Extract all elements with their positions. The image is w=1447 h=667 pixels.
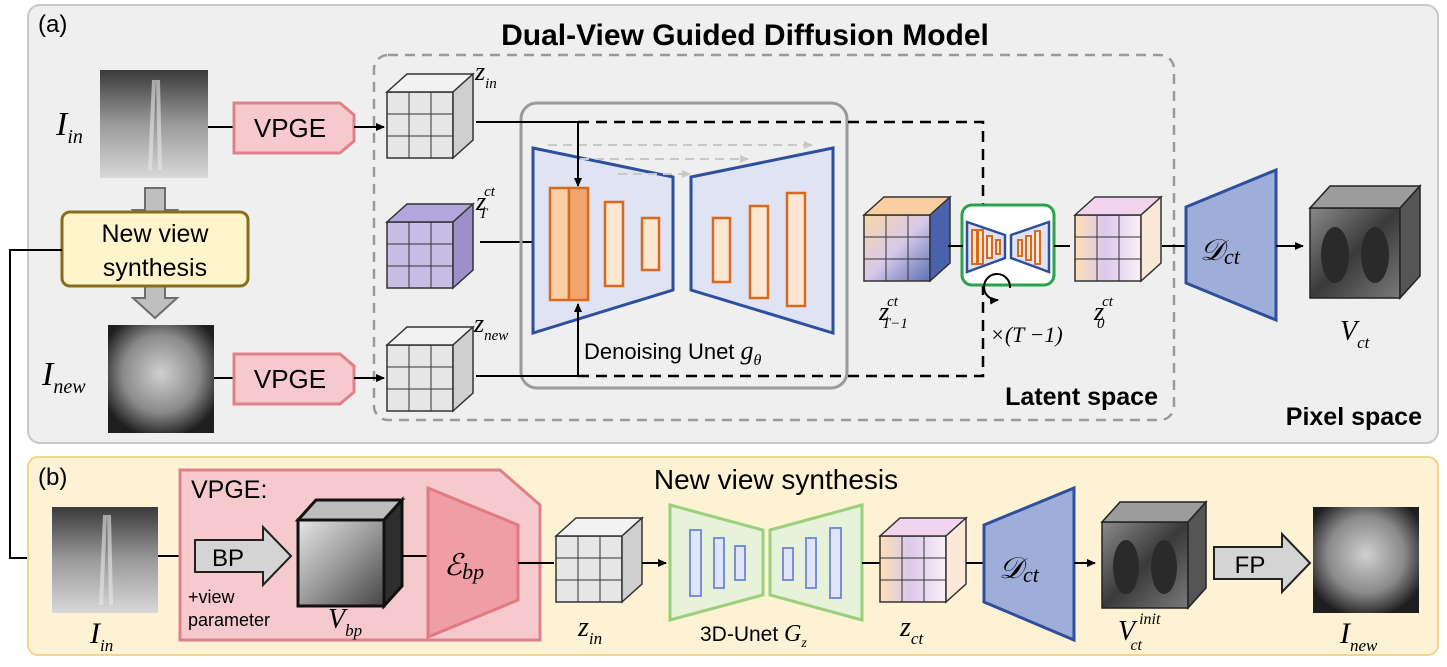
fp-arrow	[1213, 531, 1312, 595]
bp-label: BP	[212, 545, 244, 572]
denoising-unet-frame	[519, 101, 849, 390]
z-in-cube	[385, 72, 475, 160]
z-in-label: zin	[474, 57, 497, 92]
v-ct-label: Vct	[1340, 316, 1371, 352]
new-view-xray-image	[108, 325, 214, 433]
mini-unet-blocks	[971, 229, 1041, 265]
v-ct-init-volume	[1100, 500, 1208, 610]
i-new-label: Inew	[41, 356, 86, 398]
vpge-bottom-label: VPGE	[254, 364, 326, 394]
panel-b-i-in-label: Iin	[89, 617, 113, 655]
denoising-unet-label: Denoising Unet gθ	[584, 336, 762, 369]
panel-b-title: New view synthesis	[654, 464, 898, 495]
decoder-ct-block	[1184, 167, 1278, 323]
latent-space-label: Latent space	[1005, 383, 1158, 411]
encoder-bp-label: ℰbp	[444, 549, 484, 584]
vpge-module-label: VPGE:	[191, 476, 267, 504]
v-bp-volume	[294, 496, 406, 610]
latent-space-frame	[372, 53, 1176, 422]
zin-dashed-to-loop	[578, 120, 987, 229]
panel-b-new-view-xray	[1313, 507, 1419, 613]
z-t-minus-1-cube	[862, 195, 952, 283]
unet-block-3	[603, 200, 625, 288]
panel-a-title: Dual-View Guided Diffusion Model	[501, 19, 989, 52]
unet-block-6	[748, 204, 770, 300]
xray-spine-mark	[148, 79, 162, 171]
v-ct-volume	[1308, 184, 1422, 300]
unet-block-5	[711, 216, 732, 284]
panel-b-tag: (b)	[38, 464, 67, 491]
vpge-bottom-block	[232, 352, 356, 406]
nvs-box-line2: synthesis	[103, 254, 207, 282]
loop-count-label: ×(T −1)	[990, 322, 1063, 347]
fp-label: FP	[1235, 552, 1266, 579]
z-0-cube	[1073, 195, 1163, 283]
v-bp-label: Vbp	[328, 604, 362, 640]
bp-arrow	[194, 524, 293, 588]
i-in-label: Iin	[55, 106, 83, 148]
encoder-bp-block	[426, 485, 520, 640]
z-t-cube	[385, 202, 475, 290]
panel-b-z-in-label: zin	[577, 612, 602, 648]
panel-b-i-new-label: Inew	[1339, 617, 1378, 655]
unet-block-7	[785, 191, 807, 308]
panel-b-z-in-cube	[554, 516, 644, 604]
unet-block-2	[567, 186, 590, 302]
panel-b-decoder-block	[982, 485, 1076, 643]
z-new-label: znew	[473, 309, 508, 344]
panel-b-z-ct-cube	[878, 516, 968, 604]
unet-block-1	[548, 186, 571, 302]
vpge-top-label: VPGE	[254, 113, 326, 143]
z-new-cube	[385, 325, 475, 413]
view-param-line1: +view	[188, 587, 236, 607]
unet3d-label: 3D-Unet Gz	[700, 621, 807, 651]
view-param-line2: parameter	[188, 610, 270, 630]
unet-block-4	[640, 216, 661, 272]
nvs-box-line1: New view	[102, 220, 210, 248]
loop-arrow-icon	[983, 273, 1012, 305]
vpge-top-block	[232, 101, 356, 155]
panel-b-z-ct-label: zct	[899, 612, 924, 648]
panel-b-xray-spine-mark	[99, 514, 113, 606]
panel-a-tag: (a)	[38, 11, 67, 38]
pixel-space-label: Pixel space	[1286, 403, 1422, 431]
znew-dashed-to-loop	[578, 257, 987, 378]
unet3d-blocks	[689, 527, 842, 599]
